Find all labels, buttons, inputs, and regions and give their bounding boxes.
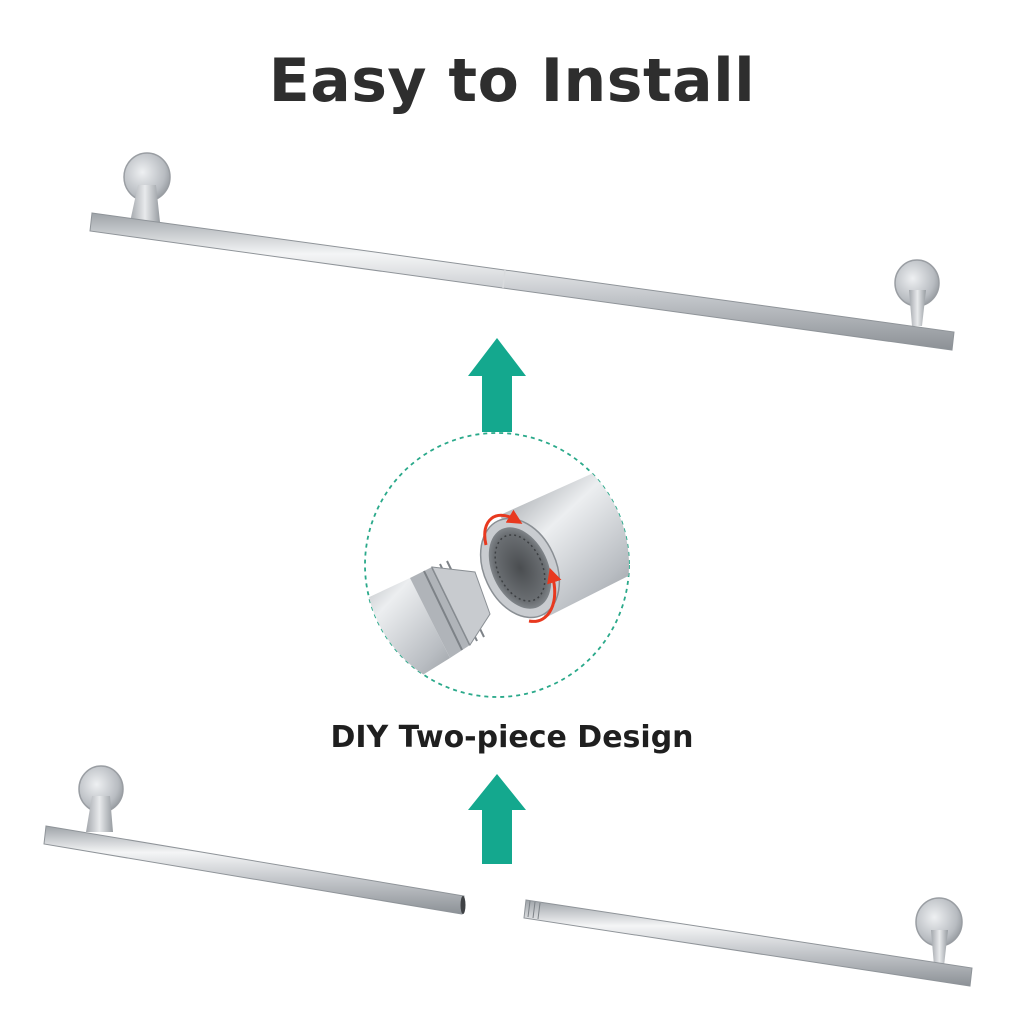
up-arrow-icon — [468, 774, 526, 864]
rotate-arrow-icon — [483, 509, 562, 623]
headline: Easy to Install — [268, 46, 756, 116]
assembled-towel-bar — [89, 152, 955, 351]
right-wall-mount — [915, 897, 963, 966]
threaded-male-end — [365, 560, 491, 697]
up-arrow-icon — [468, 338, 526, 432]
left-wall-mount — [123, 152, 171, 222]
right-half-bar — [523, 897, 973, 987]
bar-rod — [89, 212, 955, 351]
left-half-bar — [43, 765, 466, 915]
thread-detail-circle — [364, 432, 630, 698]
left-wall-mount — [78, 765, 124, 832]
right-wall-mount — [894, 259, 940, 326]
threaded-female-end — [479, 470, 629, 619]
caption: DIY Two-piece Design — [330, 720, 694, 755]
